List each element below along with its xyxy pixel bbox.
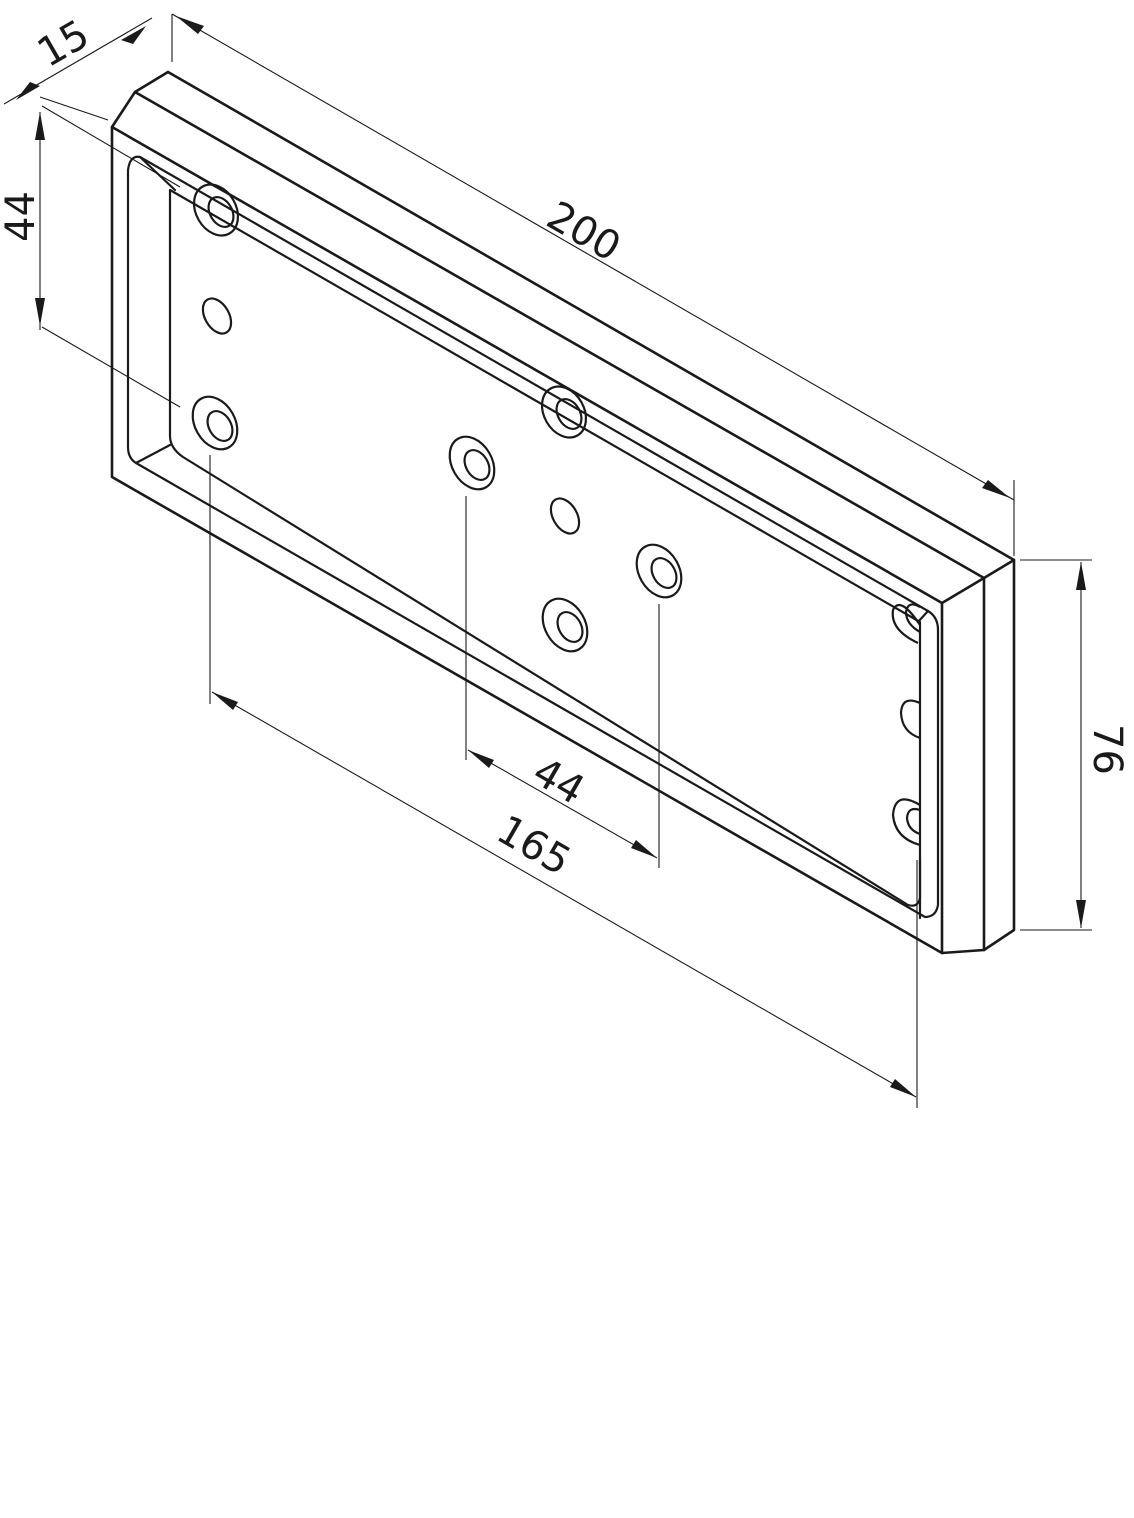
pocket-rim <box>126 155 940 919</box>
dimension-label-44-spacing: 44 <box>525 749 592 814</box>
dimension-height-76: 76 <box>1020 559 1130 931</box>
dimension-spacing-44: 44 <box>465 496 660 868</box>
plain-hole-right-middle <box>899 699 921 740</box>
mounting-plate <box>110 70 1016 955</box>
dimension-label-165: 165 <box>489 807 578 885</box>
countersunk-hole-left-top <box>192 183 240 237</box>
holes <box>191 183 921 847</box>
countersunk-hole-right-bottom <box>891 798 921 847</box>
plain-hole-middle-center <box>549 497 581 535</box>
countersunk-hole-middle-top <box>540 385 588 439</box>
dimension-label-76: 76 <box>1084 724 1130 775</box>
dimension-label-15: 15 <box>30 11 97 76</box>
pocket-bevel-bl <box>134 443 172 465</box>
countersunk-hole-middle-right <box>635 543 683 599</box>
countersunk-hole-middle-left <box>448 435 496 491</box>
dimensions: 15 200 44 76 <box>0 11 1130 1108</box>
dimension-label-44-vertical: 44 <box>0 191 44 242</box>
plate-top-edge <box>110 125 1016 605</box>
dimension-label-200: 200 <box>539 193 628 271</box>
countersunk-hole-left-bottom <box>191 395 239 451</box>
pocket-bevel-tr <box>916 609 930 624</box>
dimension-length-200: 200 <box>171 13 1015 556</box>
countersunk-hole-right-top <box>891 603 921 644</box>
chamfer-edge-top <box>133 90 986 580</box>
dimension-width-15: 15 <box>3 11 173 121</box>
dimension-vertical-44: 44 <box>0 105 181 408</box>
plain-hole-left-middle <box>201 297 233 335</box>
countersunk-hole-middle-bottom <box>541 597 589 653</box>
